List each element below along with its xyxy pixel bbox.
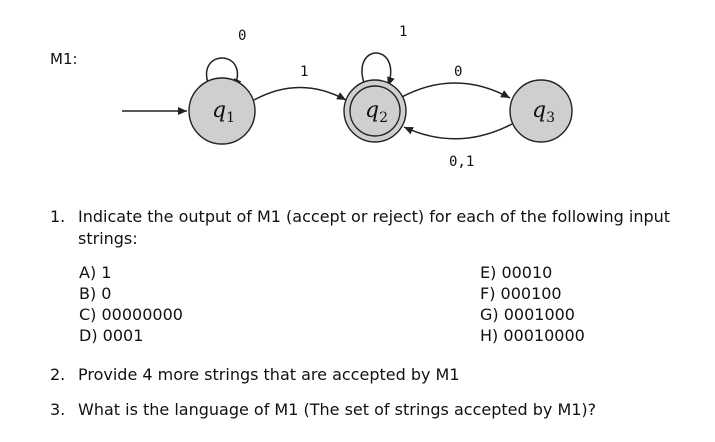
question-3-number: 3. [50, 400, 66, 419]
q2-to-q3-edge [399, 82, 511, 99]
option-b: B) 0 [79, 284, 112, 303]
q3-to-q2-edge [403, 123, 513, 140]
state-q2-accept-ring [349, 85, 401, 137]
question-1: 1. Indicate the output of M1 (accept or r… [50, 206, 715, 250]
state-q1 [188, 77, 256, 145]
options-left-list: A) 1 B) 0 C) 00000000 D) 0001 [79, 262, 183, 346]
dfa-diagram: M1: 0 1 1 0 0,1 q1 q2 q3 [50, 24, 573, 170]
q1-to-q2-edge [253, 86, 347, 101]
q1-self-loop [205, 57, 242, 89]
question-1-text-line2: strings: [78, 229, 138, 248]
option-c: C) 00000000 [79, 305, 183, 324]
state-q3 [509, 79, 573, 143]
q1-to-q2-label: 1 [300, 64, 308, 80]
q3-to-q2-label: 0,1 [449, 154, 474, 170]
state-q3-label: q3 [532, 98, 555, 126]
question-2-text: Provide 4 more strings that are accepted… [78, 365, 460, 384]
state-q2-label: q2 [365, 98, 388, 126]
option-d: D) 0001 [79, 326, 144, 345]
option-a: A) 1 [79, 263, 112, 282]
q2-self-loop [361, 52, 395, 87]
option-e: E) 00010 [480, 263, 553, 282]
q2-self-loop-label: 1 [399, 24, 407, 40]
question-3: 3. What is the language of M1 (The set of… [50, 399, 596, 421]
state-q1-label: q1 [212, 98, 235, 126]
question-2: 2. Provide 4 more strings that are accept… [50, 364, 460, 386]
question-1-number: 1. [50, 207, 66, 226]
question-2-number: 2. [50, 365, 66, 384]
options-right-list: E) 00010 F) 000100 G) 0001000 H) 0001000… [480, 262, 585, 346]
option-g: G) 0001000 [480, 305, 575, 324]
option-f: F) 000100 [480, 284, 562, 303]
q1-self-loop-label: 0 [238, 28, 246, 44]
q2-to-q3-label: 0 [454, 64, 462, 80]
machine-label: M1: [50, 50, 78, 68]
question-1-text-line1: Indicate the output of M1 (accept or rej… [78, 207, 671, 226]
state-q2 [343, 79, 407, 143]
question-3-text: What is the language of M1 (The set of s… [78, 400, 597, 419]
option-h: H) 00010000 [480, 326, 585, 345]
